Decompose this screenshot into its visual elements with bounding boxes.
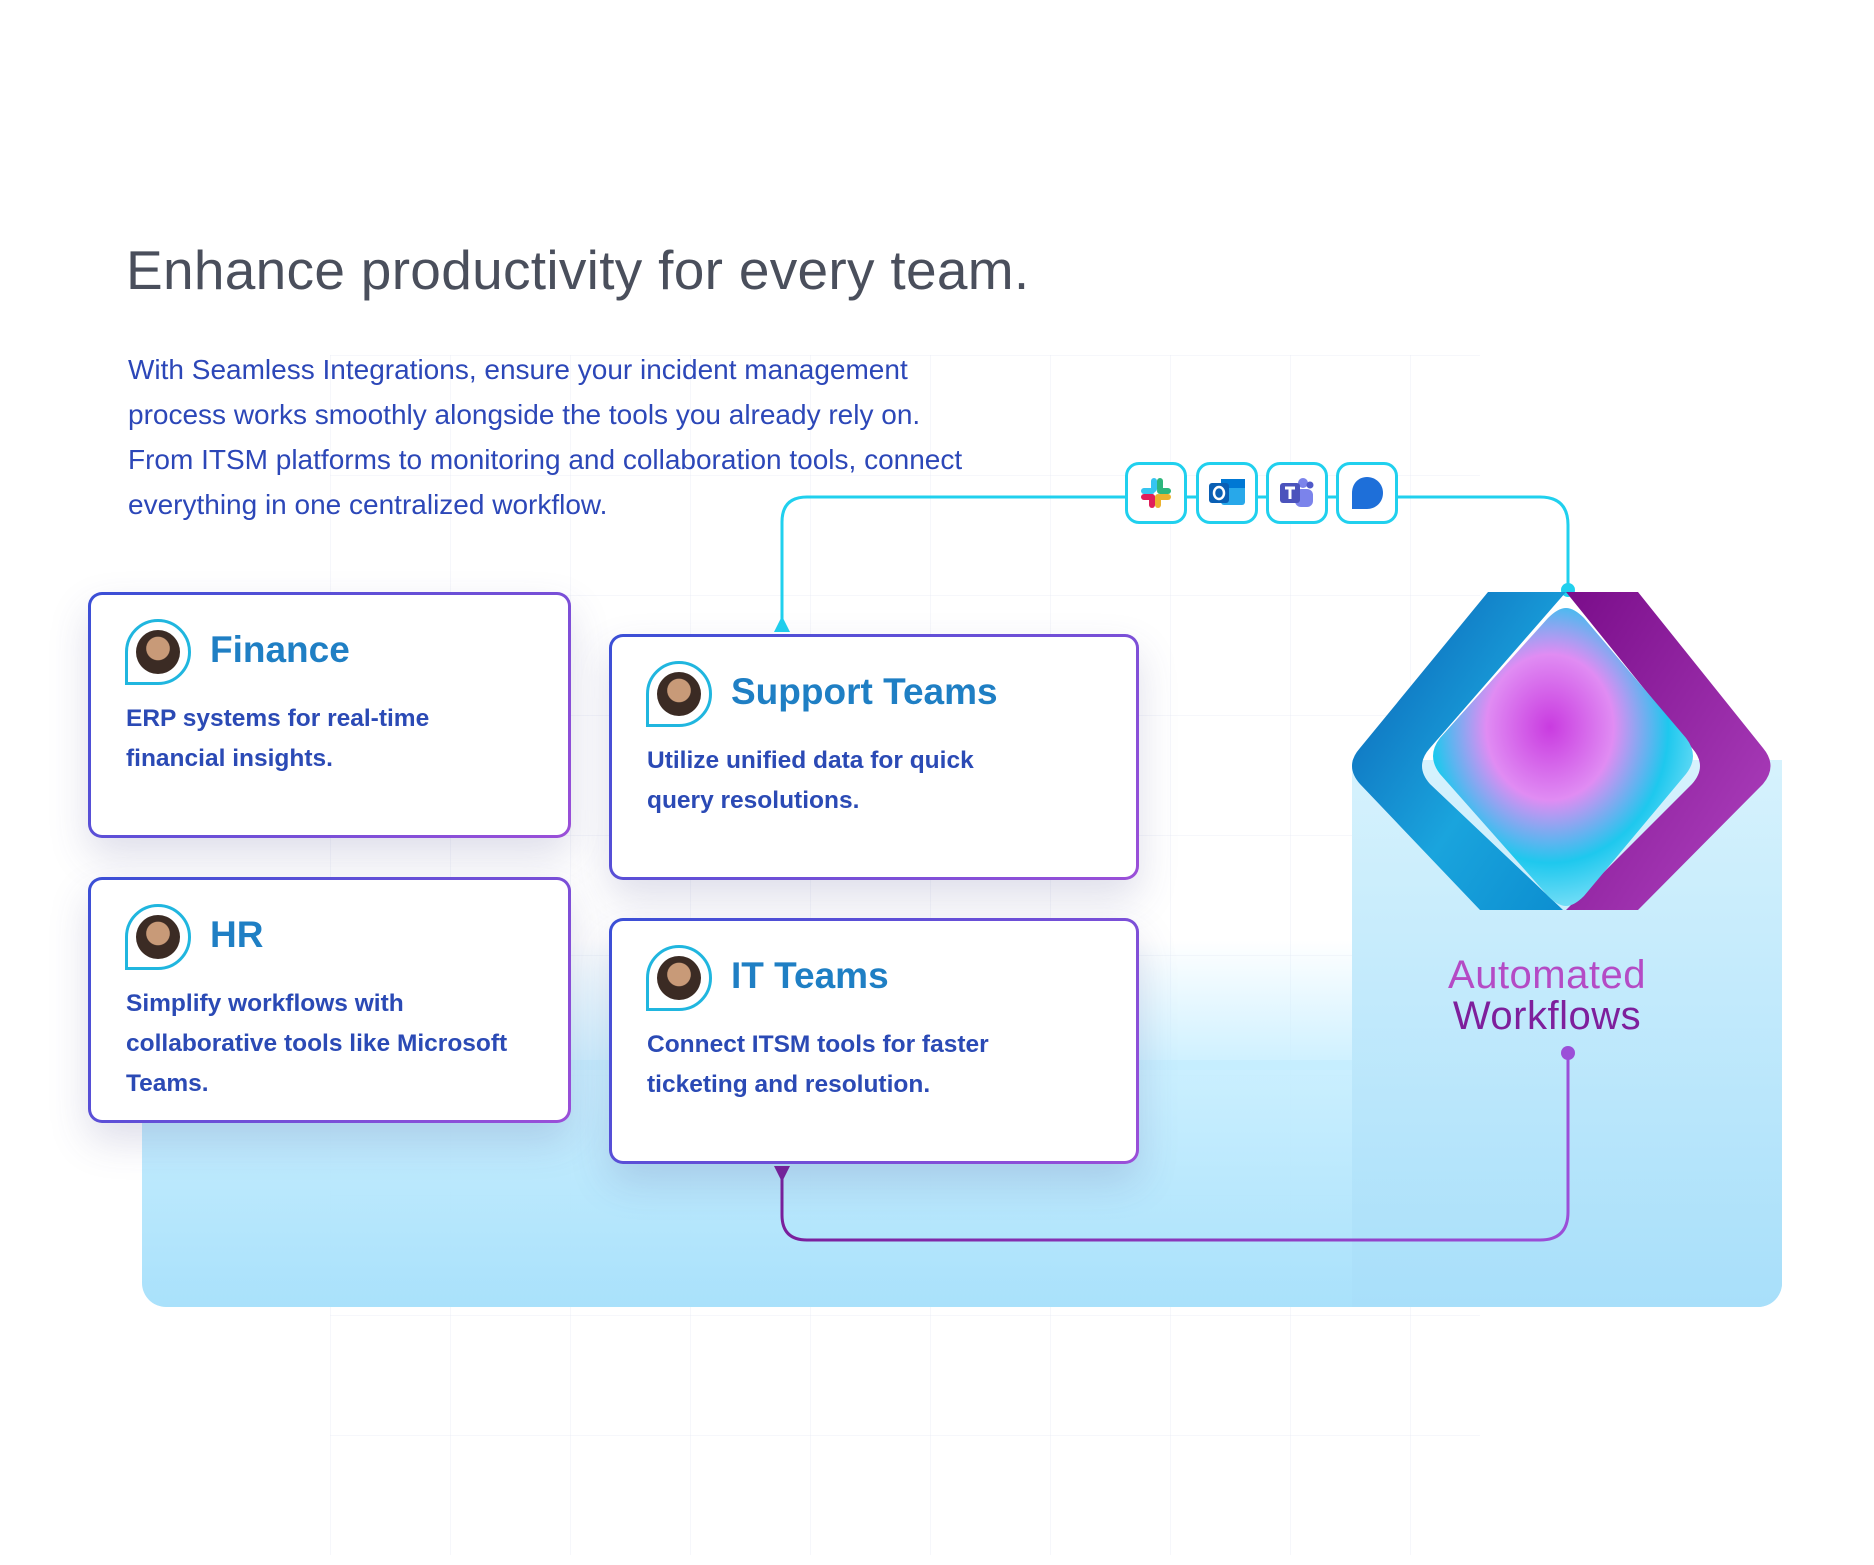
finance-card[interactable]: Finance ERP systems for real-time financ…: [88, 592, 571, 838]
intro-line: From ITSM platforms to monitoring and co…: [128, 444, 963, 475]
outlook-icon: [1209, 479, 1245, 505]
teams-tool[interactable]: [1266, 462, 1328, 524]
avatar: [646, 661, 712, 727]
card-desc-line: collaborative tools like Microsoft: [126, 1030, 508, 1057]
logo-core: [1433, 608, 1693, 906]
top-connector-arrow: [774, 616, 790, 632]
card-title: IT Teams: [731, 955, 889, 996]
teams-icon: [1280, 478, 1314, 507]
slack-tool[interactable]: [1125, 462, 1187, 524]
chat-bubble-icon: [1352, 477, 1383, 509]
automated-workflows-logo: [1352, 592, 1771, 910]
card-description: Simplify workflows with collaborative to…: [126, 984, 507, 1104]
hr-card[interactable]: HR Simplify workflows with collaborative…: [88, 877, 571, 1123]
slack-icon: [1141, 478, 1171, 508]
it-teams-card[interactable]: IT Teams Connect ITSM tools for faster t…: [609, 918, 1139, 1164]
card-title: Support Teams: [731, 671, 998, 712]
intro-line: With Seamless Integrations, ensure your …: [128, 354, 908, 385]
card-desc-line: query resolutions.: [647, 787, 860, 814]
bottom-connector: [780, 1053, 1570, 1242]
automated-workflows-label: Automated Workflows: [1350, 955, 1744, 1037]
automated-label: Automated: [1448, 953, 1646, 997]
intro-line: process works smoothly alongside the too…: [128, 399, 921, 430]
bottom-connector-arrow: [774, 1166, 790, 1182]
logo-right-band: [1566, 592, 1771, 910]
card-description: ERP systems for real-time financial insi…: [126, 699, 429, 779]
card-title: Finance: [210, 629, 350, 670]
card-desc-line: Teams.: [126, 1070, 209, 1097]
outlook-tool[interactable]: [1196, 462, 1258, 524]
intro-line: everything in one centralized workflow.: [128, 489, 608, 520]
avatar: [646, 945, 712, 1011]
card-title: HR: [210, 914, 264, 955]
support-teams-card[interactable]: Support Teams Utilize unified data for q…: [609, 634, 1139, 880]
card-description: Utilize unified data for quick query res…: [647, 741, 974, 821]
card-desc-line: Connect ITSM tools for faster: [647, 1031, 989, 1058]
card-desc-line: financial insights.: [126, 745, 333, 772]
bottom-connector-dot: [1561, 1046, 1575, 1060]
workflows-label: Workflows: [1452, 994, 1642, 1038]
card-desc-line: ERP systems for real-time: [126, 705, 430, 732]
card-description: Connect ITSM tools for faster ticketing …: [647, 1025, 989, 1105]
intro-paragraph: With Seamless Integrations, ensure your …: [128, 347, 1088, 527]
card-desc-line: Simplify workflows with: [126, 990, 404, 1017]
chat-tool[interactable]: [1336, 462, 1398, 524]
avatar: [125, 619, 191, 685]
avatar: [125, 904, 191, 970]
card-desc-line: ticketing and resolution.: [647, 1071, 931, 1098]
page-title: Enhance productivity for every team.: [126, 239, 1030, 301]
logo-left-band: [1352, 592, 1566, 910]
card-desc-line: Utilize unified data for quick: [647, 747, 974, 774]
